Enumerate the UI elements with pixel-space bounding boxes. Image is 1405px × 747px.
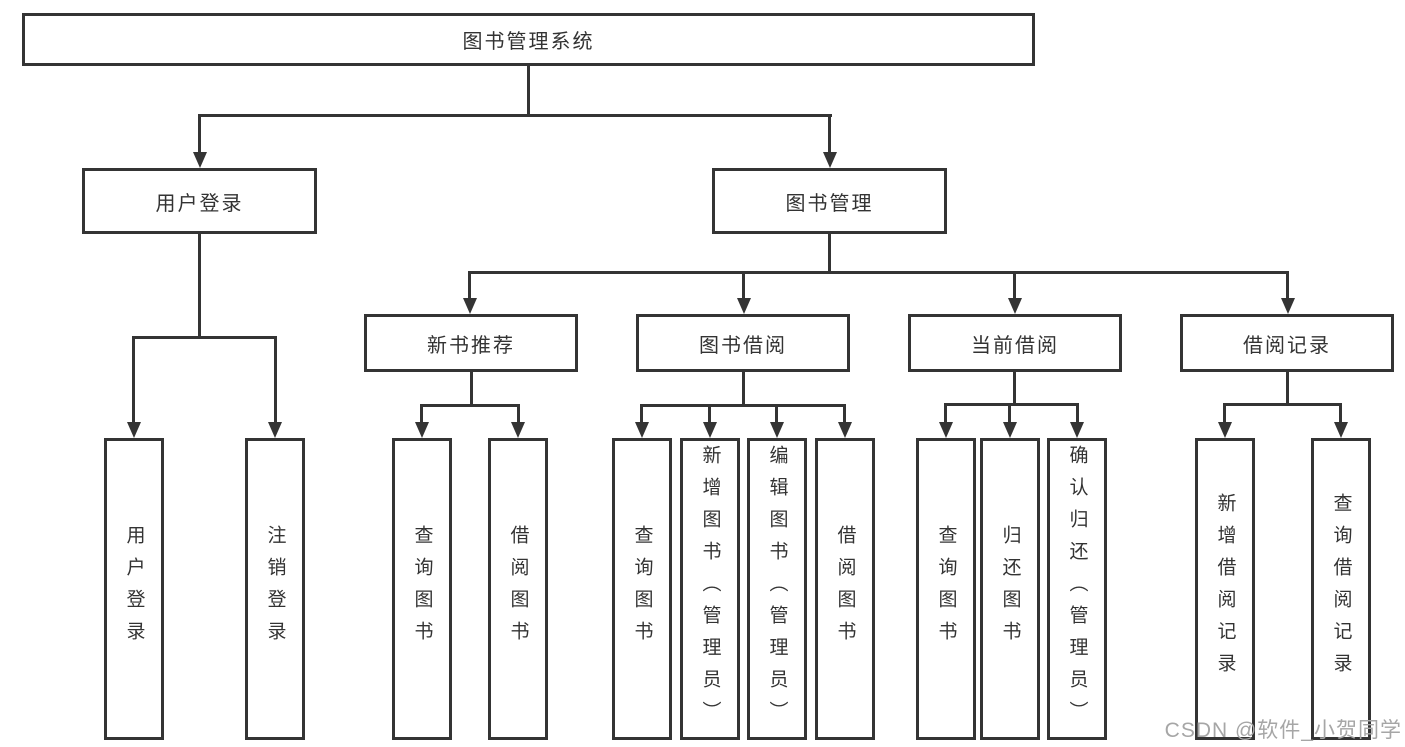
connector-vline (1013, 372, 1016, 405)
connector-vline (640, 404, 643, 423)
connector-vline (1286, 271, 1289, 299)
connector-hline (198, 114, 832, 117)
connector-arrow-down (770, 422, 784, 438)
leaf-query-books-current: 查询图书 (916, 438, 976, 740)
connector-arrow-down (1281, 298, 1295, 314)
connector-vline (198, 234, 201, 337)
connector-vline (517, 404, 520, 423)
connector-vline (828, 114, 831, 154)
leaf-add-borrow-record: 新增借阅记录 (1195, 438, 1255, 740)
connector-vline (742, 271, 745, 299)
leaf-query-books-borrow: 查询图书 (612, 438, 672, 740)
leaf-return-book: 归还图书 (980, 438, 1040, 740)
connector-arrow-down (737, 298, 751, 314)
connector-hline (944, 403, 1079, 406)
connector-arrow-down (268, 422, 282, 438)
node-borrow-records: 借阅记录 (1180, 314, 1394, 372)
connector-vline (1076, 403, 1079, 423)
connector-vline (775, 404, 778, 423)
connector-arrow-down (463, 298, 477, 314)
node-new-book-recommend: 新书推荐 (364, 314, 578, 372)
leaf-query-borrow-record: 查询借阅记录 (1311, 438, 1371, 740)
connector-vline (132, 336, 135, 423)
connector-vline (1286, 372, 1289, 405)
leaf-user-login: 用户登录 (104, 438, 164, 740)
connector-vline (944, 403, 947, 423)
connector-vline (468, 271, 471, 299)
connector-arrow-down (1003, 422, 1017, 438)
connector-vline (828, 234, 831, 272)
node-book-borrow: 图书借阅 (636, 314, 850, 372)
node-system-root: 图书管理系统 (22, 13, 1035, 66)
csdn-watermark: CSDN @软件_小贺同学 (1164, 719, 1402, 742)
leaf-borrow-books-recommend: 借阅图书 (488, 438, 548, 740)
connector-vline (1339, 403, 1342, 423)
leaf-borrow-books: 借阅图书 (815, 438, 875, 740)
connector-vline (1008, 403, 1011, 423)
connector-arrow-down (1334, 422, 1348, 438)
connector-vline (843, 404, 846, 423)
connector-arrow-down (703, 422, 717, 438)
connector-arrow-down (635, 422, 649, 438)
connector-vline (274, 336, 277, 423)
leaf-confirm-return-admin: 确认归还（管理员） (1047, 438, 1107, 740)
connector-arrow-down (823, 152, 837, 168)
node-user-login: 用户登录 (82, 168, 317, 234)
connector-vline (527, 66, 530, 115)
connector-vline (708, 404, 711, 423)
connector-vline (1223, 403, 1226, 423)
node-current-borrow: 当前借阅 (908, 314, 1122, 372)
connector-hline (640, 404, 846, 407)
connector-vline (198, 114, 201, 154)
leaf-add-book-admin: 新增图书（管理员） (680, 438, 740, 740)
connector-arrow-down (1008, 298, 1022, 314)
connector-arrow-down (1070, 422, 1084, 438)
connector-vline (420, 404, 423, 423)
connector-hline (132, 336, 277, 339)
connector-arrow-down (511, 422, 525, 438)
connector-arrow-down (193, 152, 207, 168)
connector-arrow-down (415, 422, 429, 438)
connector-arrow-down (127, 422, 141, 438)
connector-arrow-down (838, 422, 852, 438)
connector-vline (1013, 271, 1016, 299)
leaf-edit-book-admin: 编辑图书（管理员） (747, 438, 807, 740)
leaf-logout: 注销登录 (245, 438, 305, 740)
connector-hline (420, 404, 520, 407)
connector-arrow-down (939, 422, 953, 438)
connector-vline (470, 372, 473, 406)
node-book-management: 图书管理 (712, 168, 947, 234)
connector-arrow-down (1218, 422, 1232, 438)
connector-vline (742, 372, 745, 406)
connector-hline (1223, 403, 1342, 406)
leaf-query-books-recommend: 查询图书 (392, 438, 452, 740)
connector-hline (468, 271, 1289, 274)
